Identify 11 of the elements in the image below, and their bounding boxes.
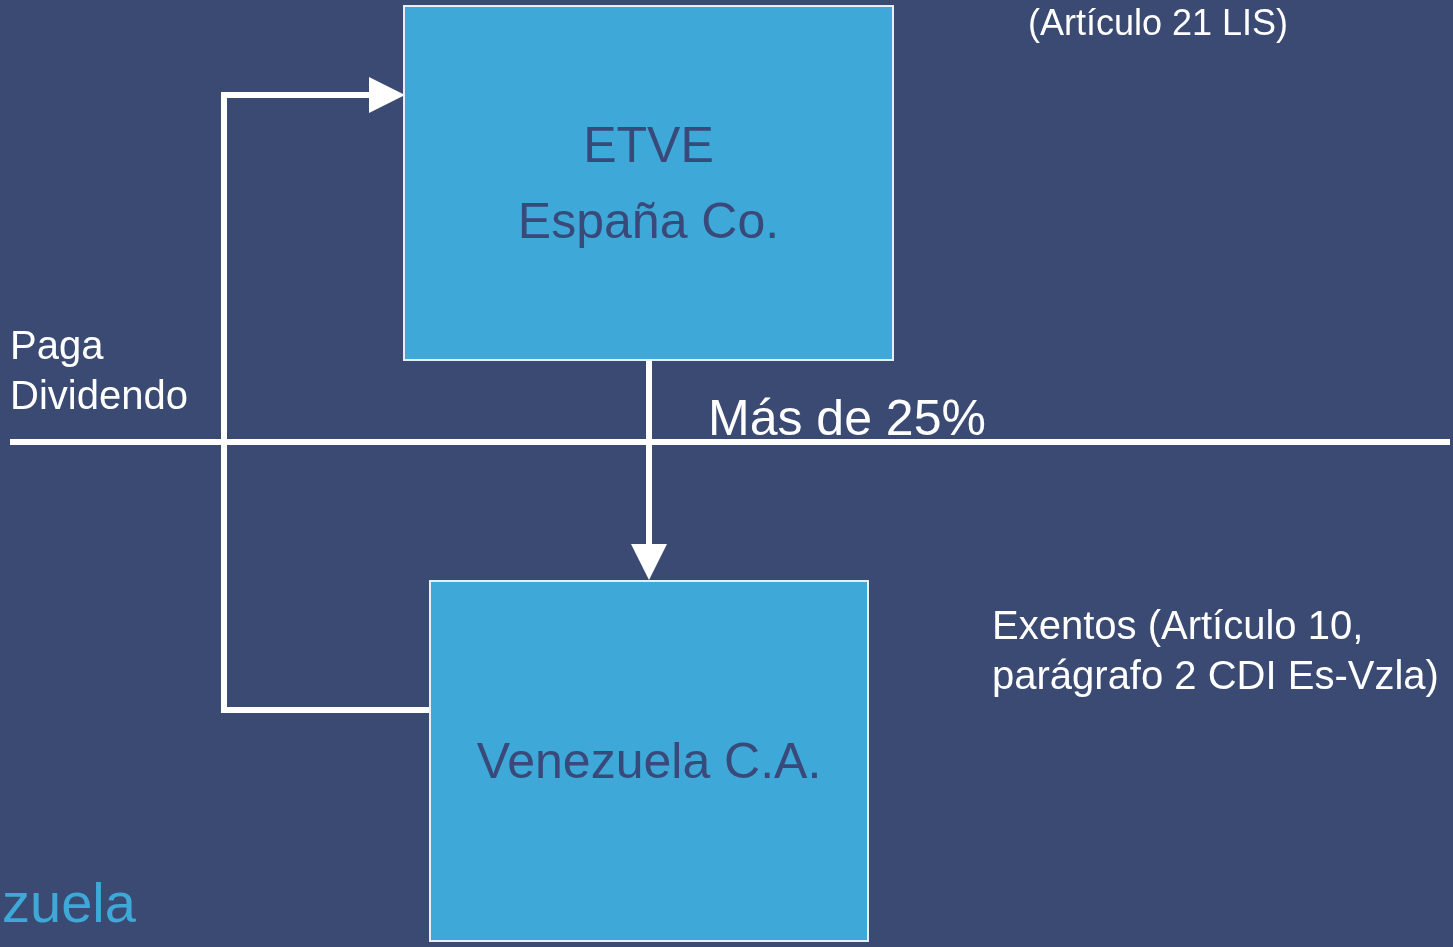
arrow xyxy=(631,361,667,580)
entity-box xyxy=(429,580,869,942)
slide-title: zuela xyxy=(2,870,136,936)
edge-label: Paga Dividendo xyxy=(10,322,189,419)
arrow xyxy=(221,77,429,713)
note-text: (Artículo 21 LIS) xyxy=(1028,1,1289,45)
entity-box xyxy=(403,5,894,361)
note-text: Exentos (Artículo 10, parágrafo 2 CDI Es-Vzla) xyxy=(992,602,1440,699)
entity-name: ETVE España Co. xyxy=(516,116,781,251)
edge-label: Más de 25% xyxy=(708,389,986,448)
entity-name: Venezuela C.A. xyxy=(476,732,822,791)
